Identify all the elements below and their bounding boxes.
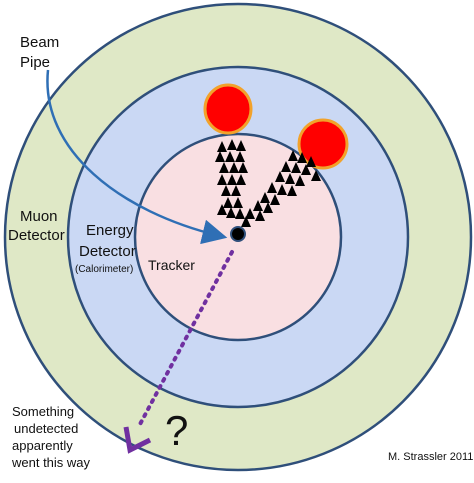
track-hit-icon [277,184,287,195]
track-hit-icon [270,194,280,205]
track-hit-icon [229,162,239,173]
track-hit-icon [238,162,248,173]
track-hit-icon [285,173,295,184]
track-hit-icon [223,197,233,208]
track-hit-icon [233,197,243,208]
muon-label: Muon [20,208,58,225]
track-hit-icon [253,200,263,211]
track-hit-icon [227,139,237,150]
energy-label: Energy [86,222,134,239]
track-hit-icon [288,150,298,161]
track-hit-icon [221,185,231,196]
credit-label: M. Strassler 2011 [388,451,473,463]
energy-cluster-left [203,83,253,135]
track-hit-icon [236,140,246,151]
track-hit-icon [287,185,297,196]
calorimeter-label: (Calorimeter) [75,264,133,275]
track-hit-icon [225,151,235,162]
pipe-label: Pipe [20,54,50,71]
beam-label: Beam [20,34,59,51]
track-hit-icon [226,207,236,218]
energy-cluster-right [297,118,349,170]
track-hit-icon [227,174,237,185]
undetected-label: undetected [14,421,78,436]
went-this-way-label: went this way [11,455,91,470]
track-hit-icon [306,156,316,167]
track-hit-icon [236,174,246,185]
track-hit-icon [311,170,321,181]
track-hit-icon [267,182,277,193]
something-label: Something [12,404,74,419]
question-mark-icon: ? [165,407,188,454]
muon-detector-label: Detector [8,227,65,244]
track-hit-icon [215,151,225,162]
track-hit-icon [275,171,285,182]
particle-tracks [215,139,321,227]
track-hit-icon [235,208,245,219]
track-hit-icon [235,151,245,162]
track-hit-icon [219,162,229,173]
track-hit-icon [260,192,270,203]
missing-energy-arrow-line [136,250,234,430]
track-hit-icon [217,174,227,185]
track-hit-icon [297,152,307,163]
track-hit-icon [231,185,241,196]
track-hit-icon [255,210,265,221]
apparently-label: apparently [12,438,73,453]
missing-energy-arrow-icon [123,426,152,454]
track-hit-icon [263,202,273,213]
track-hit-icon [291,162,301,173]
track-hit-icon [241,216,251,227]
track-hit-icon [301,164,311,175]
track-hit-icon [217,204,227,215]
tracker-label: Tracker [148,257,195,273]
energy-detector-label: Detector [79,243,136,260]
collision-point-icon [230,226,246,242]
track-hit-icon [281,161,291,172]
track-hit-icon [245,208,255,219]
track-hit-icon [295,175,305,186]
beam-arrow-icon [46,69,228,245]
track-hit-icon [217,141,227,152]
